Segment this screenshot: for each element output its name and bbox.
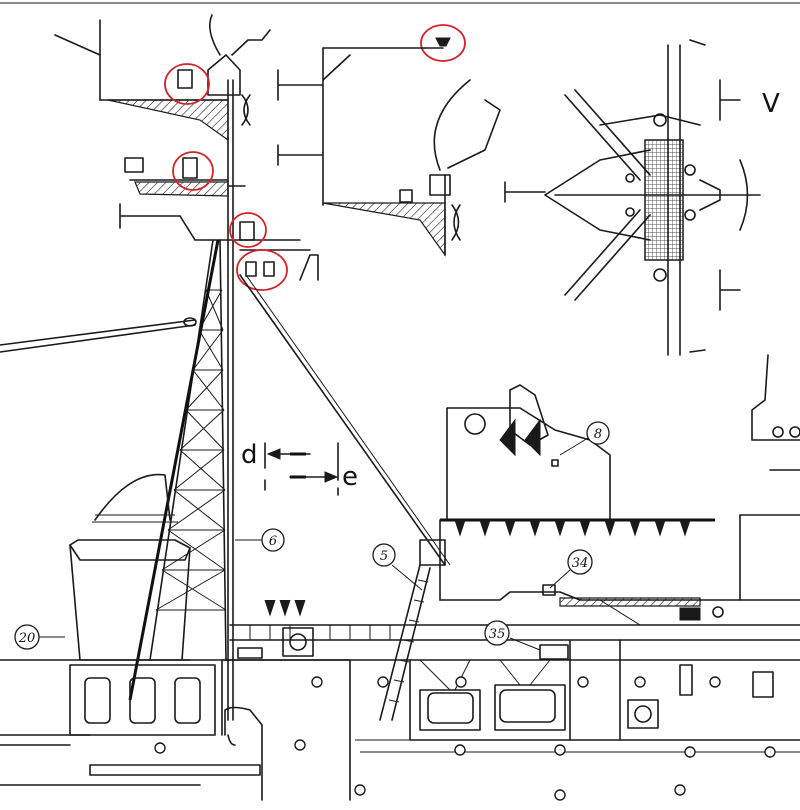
lower-hull <box>0 639 800 801</box>
callout-20: 20 <box>14 624 65 650</box>
callout-6: 6 <box>235 528 285 552</box>
highlight-circle-4 <box>236 249 288 291</box>
callout-label-34: 34 <box>572 556 589 571</box>
partial-view-letter: V <box>762 89 780 119</box>
callout-8: 8 <box>559 421 610 456</box>
callout-label-20: 20 <box>18 631 36 646</box>
funnel <box>69 473 191 661</box>
lattice-tower <box>0 239 451 701</box>
section-marker-e: e <box>342 462 358 492</box>
detail-view-mast-platform <box>277 37 501 257</box>
hatch-cover <box>282 627 314 657</box>
deck-ladder <box>379 539 446 721</box>
callout-label-5: 5 <box>380 549 388 564</box>
highlight-circle-1 <box>164 63 210 105</box>
bridge-superstructure <box>439 384 800 626</box>
section-marker-d: d <box>241 440 258 470</box>
callout-label-35: 35 <box>489 627 506 642</box>
lifeboat-partial <box>751 354 800 471</box>
callout-label-6: 6 <box>269 534 277 549</box>
portholes <box>154 676 776 801</box>
plan-view-mast-top: V <box>504 39 780 356</box>
middle-platform <box>124 157 246 197</box>
section-marker-group: d e <box>241 440 358 496</box>
highlight-circle-3 <box>229 212 267 248</box>
highlight-circle-2 <box>172 151 214 191</box>
callout-35: 35 <box>484 620 569 660</box>
upper-yardarm-platform <box>54 19 251 142</box>
deck-hatch-lower <box>627 699 659 729</box>
highlight-circle-5 <box>420 24 466 62</box>
callout-5: 5 <box>372 543 423 591</box>
highlight-markers <box>164 24 466 291</box>
callout-34: 34 <box>542 549 593 596</box>
callout-label-8: 8 <box>594 427 602 442</box>
